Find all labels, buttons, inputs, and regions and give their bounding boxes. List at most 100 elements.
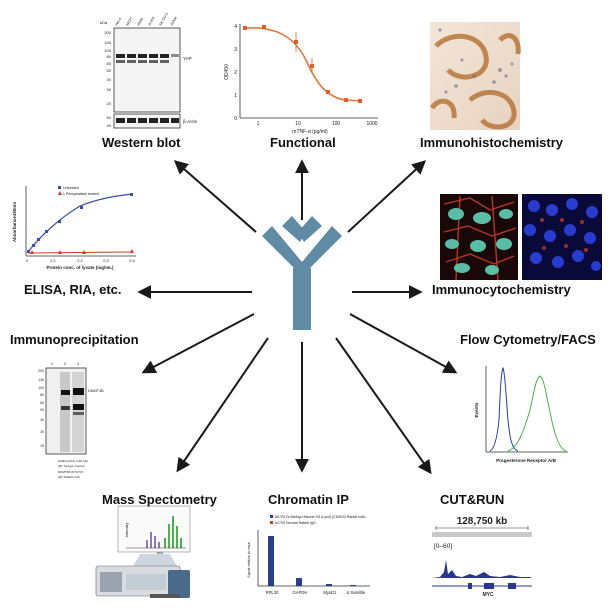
- mass-yaxis: Intensity: [124, 523, 129, 538]
- wb-marker: 140: [104, 40, 111, 45]
- label-chromatin-ip: Chromatin IP: [268, 492, 349, 507]
- icc-image: [440, 194, 602, 281]
- wb-marker: 80: [107, 54, 112, 59]
- cutrun-coord: 128,750 kb: [457, 516, 508, 527]
- western-blot-image: kDa HeLa MCF7 A549 A-204 SK-OV-3 Jurkat …: [100, 12, 198, 129]
- func-ytick: 3: [234, 47, 237, 53]
- wb-marker: 30: [107, 87, 112, 92]
- arrow-cutrun: [335, 337, 432, 475]
- wb-marker: 60: [107, 61, 112, 66]
- ip-condition: DNMT3B (D7O7O): [58, 470, 83, 474]
- arrow-western: [173, 160, 257, 233]
- label-immunoprecipitation: Immunoprecipitation: [10, 332, 139, 347]
- cutrun-track: 128,750 kb [0–60] MYC: [432, 516, 532, 598]
- wb-marker: 200: [104, 30, 111, 35]
- elisa-xtick: 0.3: [103, 258, 109, 263]
- chip-legend-mab: #9729 Di-Methyl-Histone H3 (Lys4) (C64G9…: [275, 515, 366, 519]
- wb-marker: 40: [107, 77, 112, 82]
- ip-marker: 140: [38, 378, 44, 382]
- func-ytick: 1: [234, 93, 237, 99]
- arrow-flow: [349, 313, 458, 374]
- cutrun-range: [0–60]: [434, 543, 452, 550]
- wb-marker: 20: [107, 101, 112, 106]
- label-flow-cytometry: Flow Cytometry/FACS: [460, 332, 596, 347]
- ip-marker: 100: [38, 386, 44, 390]
- wb-marker: 50: [107, 115, 112, 120]
- arrow-mass: [176, 337, 269, 473]
- elisa-xtick: 0.2: [77, 258, 83, 263]
- flow-ylabel: Events: [474, 402, 479, 418]
- wb-lane-label: A-204: [147, 16, 155, 26]
- elisa-legend-untreated: Untreated: [63, 186, 79, 190]
- wb-marker: 40: [107, 123, 112, 128]
- func-xtick: 1: [257, 121, 260, 127]
- elisa-ylabel: Absorbance450nm: [12, 202, 17, 242]
- ip-marker: 50: [40, 408, 44, 412]
- ip-marker: 20: [40, 444, 44, 448]
- mass-spec-image: m/z Intensity: [95, 505, 191, 598]
- mass-axis: m/z: [157, 550, 163, 555]
- func-ytick: 2: [234, 70, 237, 76]
- elisa-xtick: 0: [26, 258, 29, 263]
- wb-band-actin: β-Actin: [183, 119, 198, 124]
- cutrun-gene: MYC: [482, 592, 494, 598]
- elisa-legend-phosphatase: λ Phosphatase treated: [63, 192, 99, 196]
- ip-marker: 80: [40, 393, 44, 397]
- wb-lane-label: SK-OV-3: [158, 12, 169, 26]
- arrow-ip: [141, 313, 255, 374]
- wb-kda-label: kDa: [100, 20, 108, 25]
- arrows: [137, 159, 458, 475]
- func-ylabel: OD450: [224, 64, 230, 80]
- elisa-xtick: 0.4: [129, 258, 135, 263]
- chip-category: RPL30: [266, 590, 279, 595]
- wb-marker: 50: [107, 68, 112, 73]
- wb-lane-label: MCF7: [125, 16, 133, 26]
- label-immunocytochemistry: Immunocytochemistry: [432, 282, 571, 297]
- wb-band-yap: YAP: [183, 56, 192, 61]
- ip-lane: 2: [64, 362, 66, 366]
- flow-xlabel: Progesterone Receptor A/B: [496, 458, 556, 463]
- func-xtick: 100: [332, 121, 341, 127]
- wb-lane-label: Jurkat: [169, 16, 177, 26]
- func-ytick: 4: [234, 24, 237, 30]
- label-cut-and-run: CUT&RUN: [440, 492, 505, 507]
- label-immunohistochemistry: Immunohistochemistry: [420, 135, 564, 150]
- ip-lane: 3: [77, 362, 79, 366]
- ip-marker: 60: [40, 401, 44, 405]
- func-xtick: 1000: [366, 121, 377, 127]
- wb-lane-label: A549: [136, 17, 144, 26]
- chip-category: MyoD1: [323, 590, 337, 595]
- arrow-ihc: [347, 160, 427, 233]
- ip-condition: (R)* Rabbit mAb: [58, 475, 80, 479]
- ip-blot-image: 1 2 3 200 140 100 80 60 50 40 30 20 DNMT…: [38, 362, 104, 479]
- chip-plot: #9729 Di-Methyl-Histone H3 (Lys4) (C64G9…: [247, 515, 370, 595]
- label-elisa: ELISA, RIA, etc.: [24, 282, 122, 297]
- label-western-blot: Western blot: [102, 135, 181, 150]
- ihc-image: [429, 22, 521, 130]
- elisa-plot: Untreated λ Phosphatase treated 0 0.1 0.…: [12, 186, 136, 270]
- ip-lane: 1: [51, 362, 53, 366]
- wb-marker: 100: [104, 48, 111, 53]
- label-functional: Functional: [270, 135, 336, 150]
- label-mass-spectometry: Mass Spectometry: [102, 492, 217, 507]
- ip-marker: 40: [40, 418, 44, 422]
- ip-marker: 30: [40, 430, 44, 434]
- functional-plot: 0 1 2 3 4 1 10 100 1000 mTNF-α (pg/ml) O…: [224, 24, 378, 135]
- chip-ylabel: Signal relative to input: [247, 542, 251, 577]
- func-xlabel: mTNF-α (pg/ml): [292, 129, 328, 135]
- elisa-xlabel: Protein conc. of lysate (mg/mL): [46, 265, 114, 270]
- elisa-xtick: 0.1: [50, 258, 56, 263]
- chip-category: GAPDH: [293, 590, 308, 595]
- ip-band-label: DNMT3B: [88, 389, 104, 393]
- wb-lane-label: HeLa: [114, 17, 122, 26]
- flow-plot: Progesterone Receptor A/B Events: [474, 366, 568, 463]
- chip-legend-igg: #2729 Normal Rabbit IgG: [275, 521, 316, 525]
- chip-category: α Satellite: [347, 590, 366, 595]
- ip-condition: (R)* Isotype Control: [58, 464, 85, 468]
- antibody-y-icon: [262, 216, 342, 330]
- ip-condition: Rabbit (DA1) mAb IgG: [58, 459, 89, 463]
- ip-marker: 200: [38, 369, 44, 373]
- func-ytick: 0: [234, 116, 237, 122]
- func-xtick: 10: [295, 121, 301, 127]
